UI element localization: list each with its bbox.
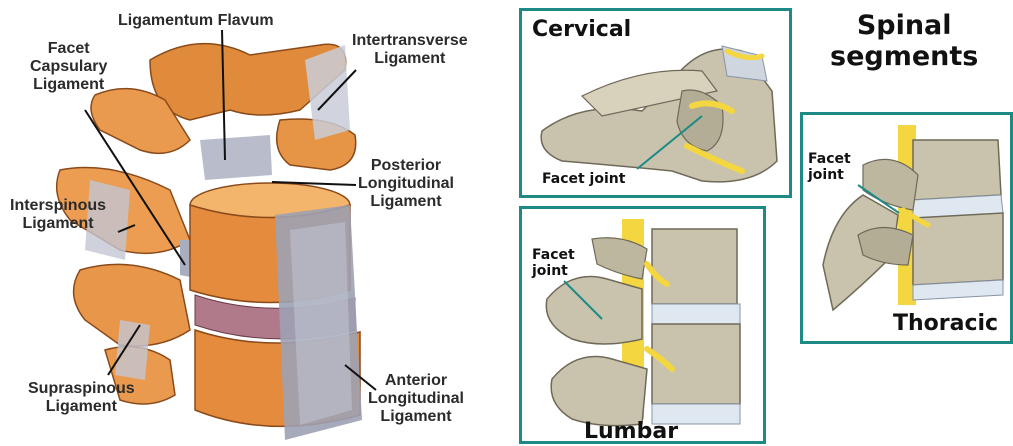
thoracic-vertebrae-illustration [803, 115, 1013, 344]
spinal-segments-heading: Spinal segments [830, 10, 978, 72]
cervical-panel: Cervical Facet joint [519, 8, 792, 198]
vertebral-bodies [190, 183, 362, 440]
label-supraspinous-ligament: Supraspinous Ligament [28, 380, 135, 416]
cervical-title: Cervical [532, 17, 631, 42]
label-posterior-longitudinal-ligament: Posterior Longitudinal Ligament [358, 157, 454, 211]
label-intertransverse-ligament: Intertransverse Ligament [352, 32, 468, 68]
label-interspinous-ligament: Interspinous Ligament [10, 197, 106, 233]
lumbar-panel: Facet joint Lumbar [519, 206, 766, 444]
lumbar-vertebrae-illustration [522, 209, 766, 444]
thoracic-title: Thoracic [893, 311, 998, 336]
thoracic-facet-joint-label: Facet joint [808, 151, 851, 183]
label-facet-capsulary-ligament: Facet Capsulary Ligament [30, 40, 107, 94]
lumbar-title: Lumbar [584, 419, 678, 444]
label-ligamentum-flavum: Ligamentum Flavum [118, 12, 274, 30]
thoracic-panel: Facet joint Thoracic [800, 112, 1013, 344]
cervical-facet-joint-label: Facet joint [542, 171, 625, 187]
label-anterior-longitudinal-ligament: Anterior Longitudinal Ligament [368, 372, 464, 426]
lumbar-facet-joint-label: Facet joint [532, 247, 575, 279]
